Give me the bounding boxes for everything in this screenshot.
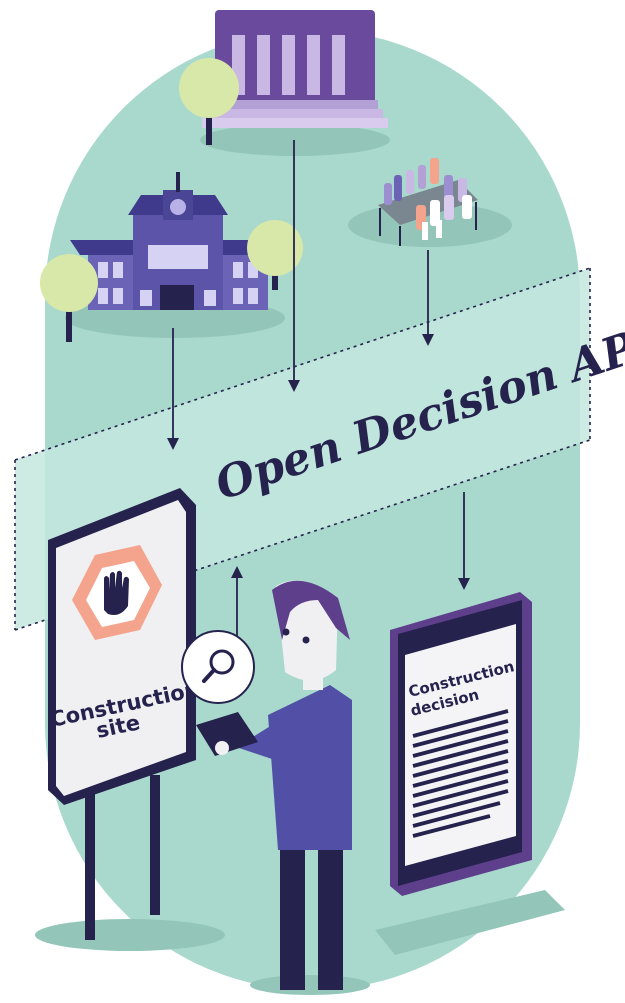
arrow-user-to-api (231, 566, 243, 640)
arrow-cityhall-to-api (167, 328, 179, 450)
phone-icon (196, 712, 258, 756)
tablet-icon (375, 592, 565, 955)
arrow-parliament-to-api (288, 140, 300, 392)
parliament-icon (200, 10, 390, 156)
stop-hand-icon (72, 545, 162, 640)
tree-parliament (179, 58, 239, 145)
decision-text-lines (412, 709, 509, 838)
arrow-api-to-tablet (458, 492, 470, 590)
arrow-council-to-api (422, 250, 434, 346)
magnifier-icon (181, 630, 255, 704)
tree-city-hall-right (247, 220, 303, 290)
council-meeting-icon (348, 158, 512, 247)
city-hall-icon (65, 172, 285, 338)
tree-city-hall-left (40, 254, 98, 342)
person-icon (225, 580, 370, 995)
